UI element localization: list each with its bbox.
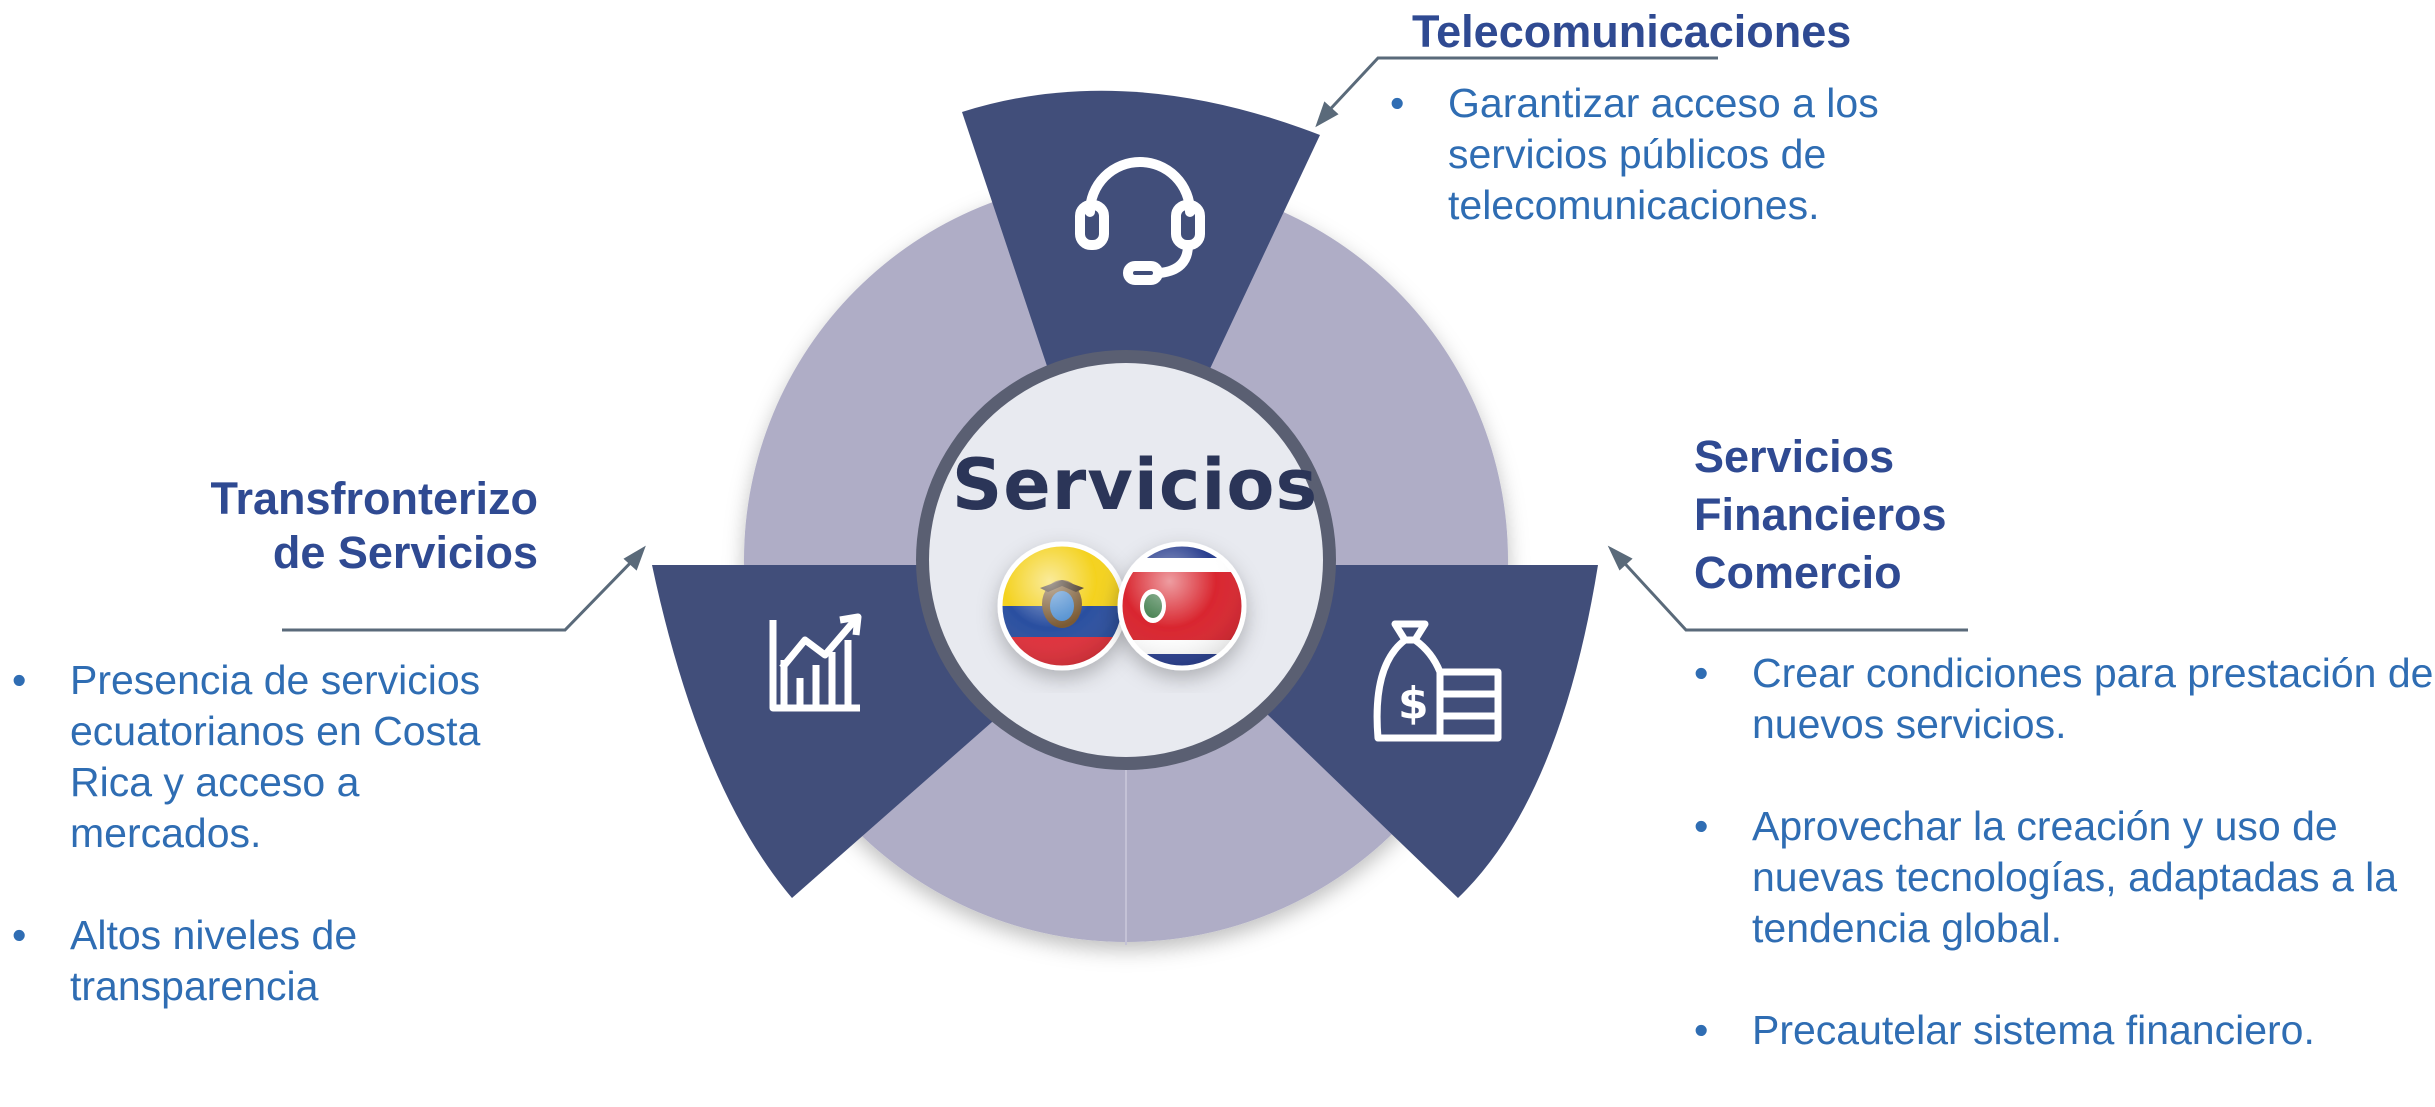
financial-title: Servicios Financieros Comercio bbox=[1694, 428, 1947, 602]
connector-cross-border bbox=[282, 553, 640, 632]
segment-cross-border bbox=[652, 565, 1000, 898]
connector-financial bbox=[1615, 553, 1968, 632]
list-item: Altos niveles de transparencia bbox=[12, 910, 517, 1012]
list-item: Precautelar sistema financiero. bbox=[1694, 1005, 2434, 1056]
financial-title-line-2: Financieros bbox=[1694, 489, 1947, 540]
list-item: Garantizar acceso a los servicios públic… bbox=[1390, 78, 1990, 231]
segment-financial bbox=[1262, 565, 1598, 898]
growth-chart-icon bbox=[769, 613, 862, 712]
financial-title-line-1: Servicios bbox=[1694, 431, 1895, 482]
svg-text:$: $ bbox=[1398, 678, 1429, 729]
connector-telecom-arrow bbox=[1315, 101, 1339, 128]
costa-rica-flag-icon bbox=[1117, 541, 1247, 671]
list-item: Crear condiciones para prestación de nue… bbox=[1694, 648, 2434, 750]
center-label: Servicios bbox=[951, 444, 1319, 526]
list-item: Presencia de servicios ecuatorianos en C… bbox=[12, 655, 517, 859]
financial-title-line-3: Comercio bbox=[1694, 547, 1902, 598]
cross-border-title-line-1: Transfronterizo bbox=[210, 473, 538, 524]
telecom-bullets: Garantizar acceso a los servicios públic… bbox=[1390, 78, 1990, 282]
services-diagram: $ bbox=[282, 56, 1968, 945]
ecuador-flag-icon bbox=[997, 541, 1127, 671]
financial-bullets: Crear condiciones para prestación de nue… bbox=[1694, 648, 2434, 1107]
cross-border-bullets: Presencia de servicios ecuatorianos en C… bbox=[12, 655, 517, 1063]
cross-border-title: Transfronterizo de Servicios bbox=[150, 472, 538, 580]
center-disc bbox=[929, 363, 1323, 757]
connector-cross-border-arrow bbox=[623, 545, 646, 571]
connector-financial-arrow bbox=[1607, 545, 1633, 571]
headset-icon bbox=[1075, 157, 1205, 285]
telecom-title: Telecomunicaciones bbox=[1412, 6, 1852, 57]
connector-telecom bbox=[1320, 56, 1718, 120]
money-bag-icon: $ bbox=[1373, 620, 1502, 742]
segment-telecom bbox=[962, 90, 1320, 390]
cross-border-title-line-2: de Servicios bbox=[272, 527, 538, 578]
list-item: Aprovechar la creación y uso de nuevas t… bbox=[1694, 801, 2434, 954]
